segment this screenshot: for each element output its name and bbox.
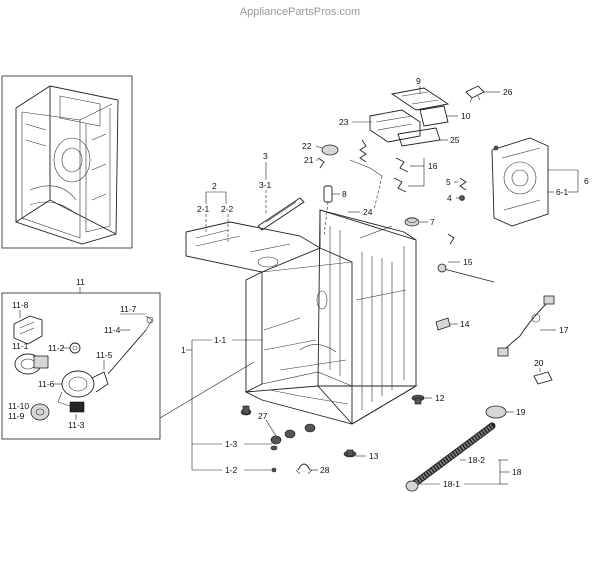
callout-11-3: 11-3 bbox=[68, 420, 85, 430]
leveling-foot-part-13 bbox=[343, 449, 357, 458]
callout-19: 19 bbox=[516, 407, 526, 417]
rear-cover-part-6 bbox=[491, 137, 549, 227]
dispenser-bracket-part-10 bbox=[419, 105, 449, 127]
callout-18-2: 18-2 bbox=[468, 455, 485, 465]
callout-2: 2 bbox=[212, 181, 217, 191]
callout-11-6: 11-6 bbox=[38, 379, 55, 389]
cabinet-overview-inset bbox=[1, 75, 133, 249]
callout-2-1: 2-1 bbox=[197, 204, 210, 214]
spring-part-16 bbox=[393, 157, 409, 193]
callout-1-3: 1-3 bbox=[225, 439, 238, 449]
callout-8: 8 bbox=[342, 189, 347, 199]
valve-part-26 bbox=[465, 85, 485, 103]
callout-20: 20 bbox=[534, 358, 544, 368]
clip-part-21 bbox=[317, 157, 325, 169]
callout-7: 7 bbox=[430, 217, 435, 227]
callout-11-5: 11-5 bbox=[96, 350, 113, 360]
callout-1-1: 1-1 bbox=[214, 335, 227, 345]
pump-housing-part bbox=[57, 370, 109, 407]
callout-9: 9 bbox=[416, 76, 421, 86]
fitting-part-27 bbox=[270, 423, 316, 445]
dispenser-base-part-25 bbox=[397, 127, 441, 147]
callout-12: 12 bbox=[435, 393, 445, 403]
callout-11-9: 11-9 bbox=[8, 411, 25, 421]
watermark-text: AppliancePartsPros.com bbox=[240, 6, 360, 18]
leveling-foot-part-12 bbox=[411, 394, 425, 405]
suspension-spring-part-24 bbox=[349, 139, 383, 177]
callout-6: 6 bbox=[584, 176, 589, 186]
callout-14: 14 bbox=[460, 319, 470, 329]
callout-17: 17 bbox=[559, 325, 569, 335]
callout-18: 18 bbox=[512, 467, 522, 477]
pump-hose-part bbox=[107, 315, 154, 375]
pump-motor-part bbox=[14, 353, 49, 375]
spring-part-5 bbox=[459, 177, 467, 191]
leveling-knob-part-7 bbox=[404, 217, 420, 227]
clip-part-near-7 bbox=[447, 233, 455, 245]
callout-1-2: 1-2 bbox=[225, 465, 238, 475]
callout-4: 4 bbox=[447, 193, 452, 203]
drain-hose-part-18 bbox=[405, 422, 496, 492]
connector-part-20 bbox=[533, 371, 553, 385]
connector-part-8 bbox=[323, 185, 333, 203]
callout-15: 15 bbox=[463, 257, 473, 267]
callout-27: 27 bbox=[258, 411, 268, 421]
callout-2-2: 2-2 bbox=[221, 204, 234, 214]
callout-25: 25 bbox=[450, 135, 460, 145]
callout-13: 13 bbox=[369, 451, 379, 461]
callout-labels: 1 1-1 1-3 1-2 2 2-1 2-2 3 3-1 22 21 8 24… bbox=[8, 76, 589, 489]
callout-16: 16 bbox=[428, 161, 438, 171]
screw-part-4 bbox=[459, 195, 465, 201]
callout-10: 10 bbox=[461, 111, 471, 121]
wire-harness-part-17 bbox=[497, 295, 555, 357]
dispenser-cover-part-9 bbox=[390, 87, 450, 111]
top-rail-part bbox=[257, 197, 305, 231]
detergent-housing-part-23 bbox=[369, 109, 421, 143]
callout-5: 5 bbox=[446, 177, 451, 187]
callout-11: 11 bbox=[76, 277, 85, 287]
callout-1: 1 bbox=[181, 345, 186, 355]
callout-28: 28 bbox=[320, 465, 330, 475]
callout-11-8: 11-8 bbox=[12, 300, 29, 310]
pump-filter-part bbox=[69, 401, 85, 413]
damper-rod-part-15 bbox=[437, 263, 495, 283]
callout-3: 3 bbox=[263, 151, 268, 161]
pump-bracket-part bbox=[13, 315, 43, 345]
callout-3-1: 3-1 bbox=[259, 180, 272, 190]
cabinet-frame-illustration bbox=[15, 85, 119, 245]
callout-6-1: 6-1 bbox=[556, 187, 569, 197]
callout-26: 26 bbox=[503, 87, 513, 97]
damper-part-14 bbox=[435, 317, 451, 331]
callout-18-1: 18-1 bbox=[443, 479, 460, 489]
leader-lines bbox=[19, 86, 579, 485]
callout-24: 24 bbox=[363, 207, 373, 217]
filter-cap-part bbox=[30, 403, 50, 421]
callout-11-2: 11-2 bbox=[48, 343, 65, 353]
hose-cap-part-19 bbox=[485, 405, 507, 419]
main-cabinet bbox=[185, 209, 418, 425]
screw-part-1-3 bbox=[270, 445, 278, 451]
drain-pump-assembly-inset bbox=[1, 287, 255, 440]
callout-11-1: 11-1 bbox=[12, 341, 29, 351]
callout-22: 22 bbox=[302, 141, 312, 151]
screw-part-1-2 bbox=[271, 467, 277, 473]
hose-clamp-part-22 bbox=[321, 144, 339, 156]
callout-11-10: 11-10 bbox=[8, 401, 29, 411]
hose-clamp-part-28 bbox=[295, 463, 313, 475]
callout-11-7: 11-7 bbox=[120, 304, 137, 314]
callout-11-4: 11-4 bbox=[104, 325, 121, 335]
pump-ring-part bbox=[69, 342, 81, 354]
callout-23: 23 bbox=[339, 117, 349, 127]
callout-21: 21 bbox=[304, 155, 314, 165]
leveling-foot-left bbox=[240, 405, 252, 416]
